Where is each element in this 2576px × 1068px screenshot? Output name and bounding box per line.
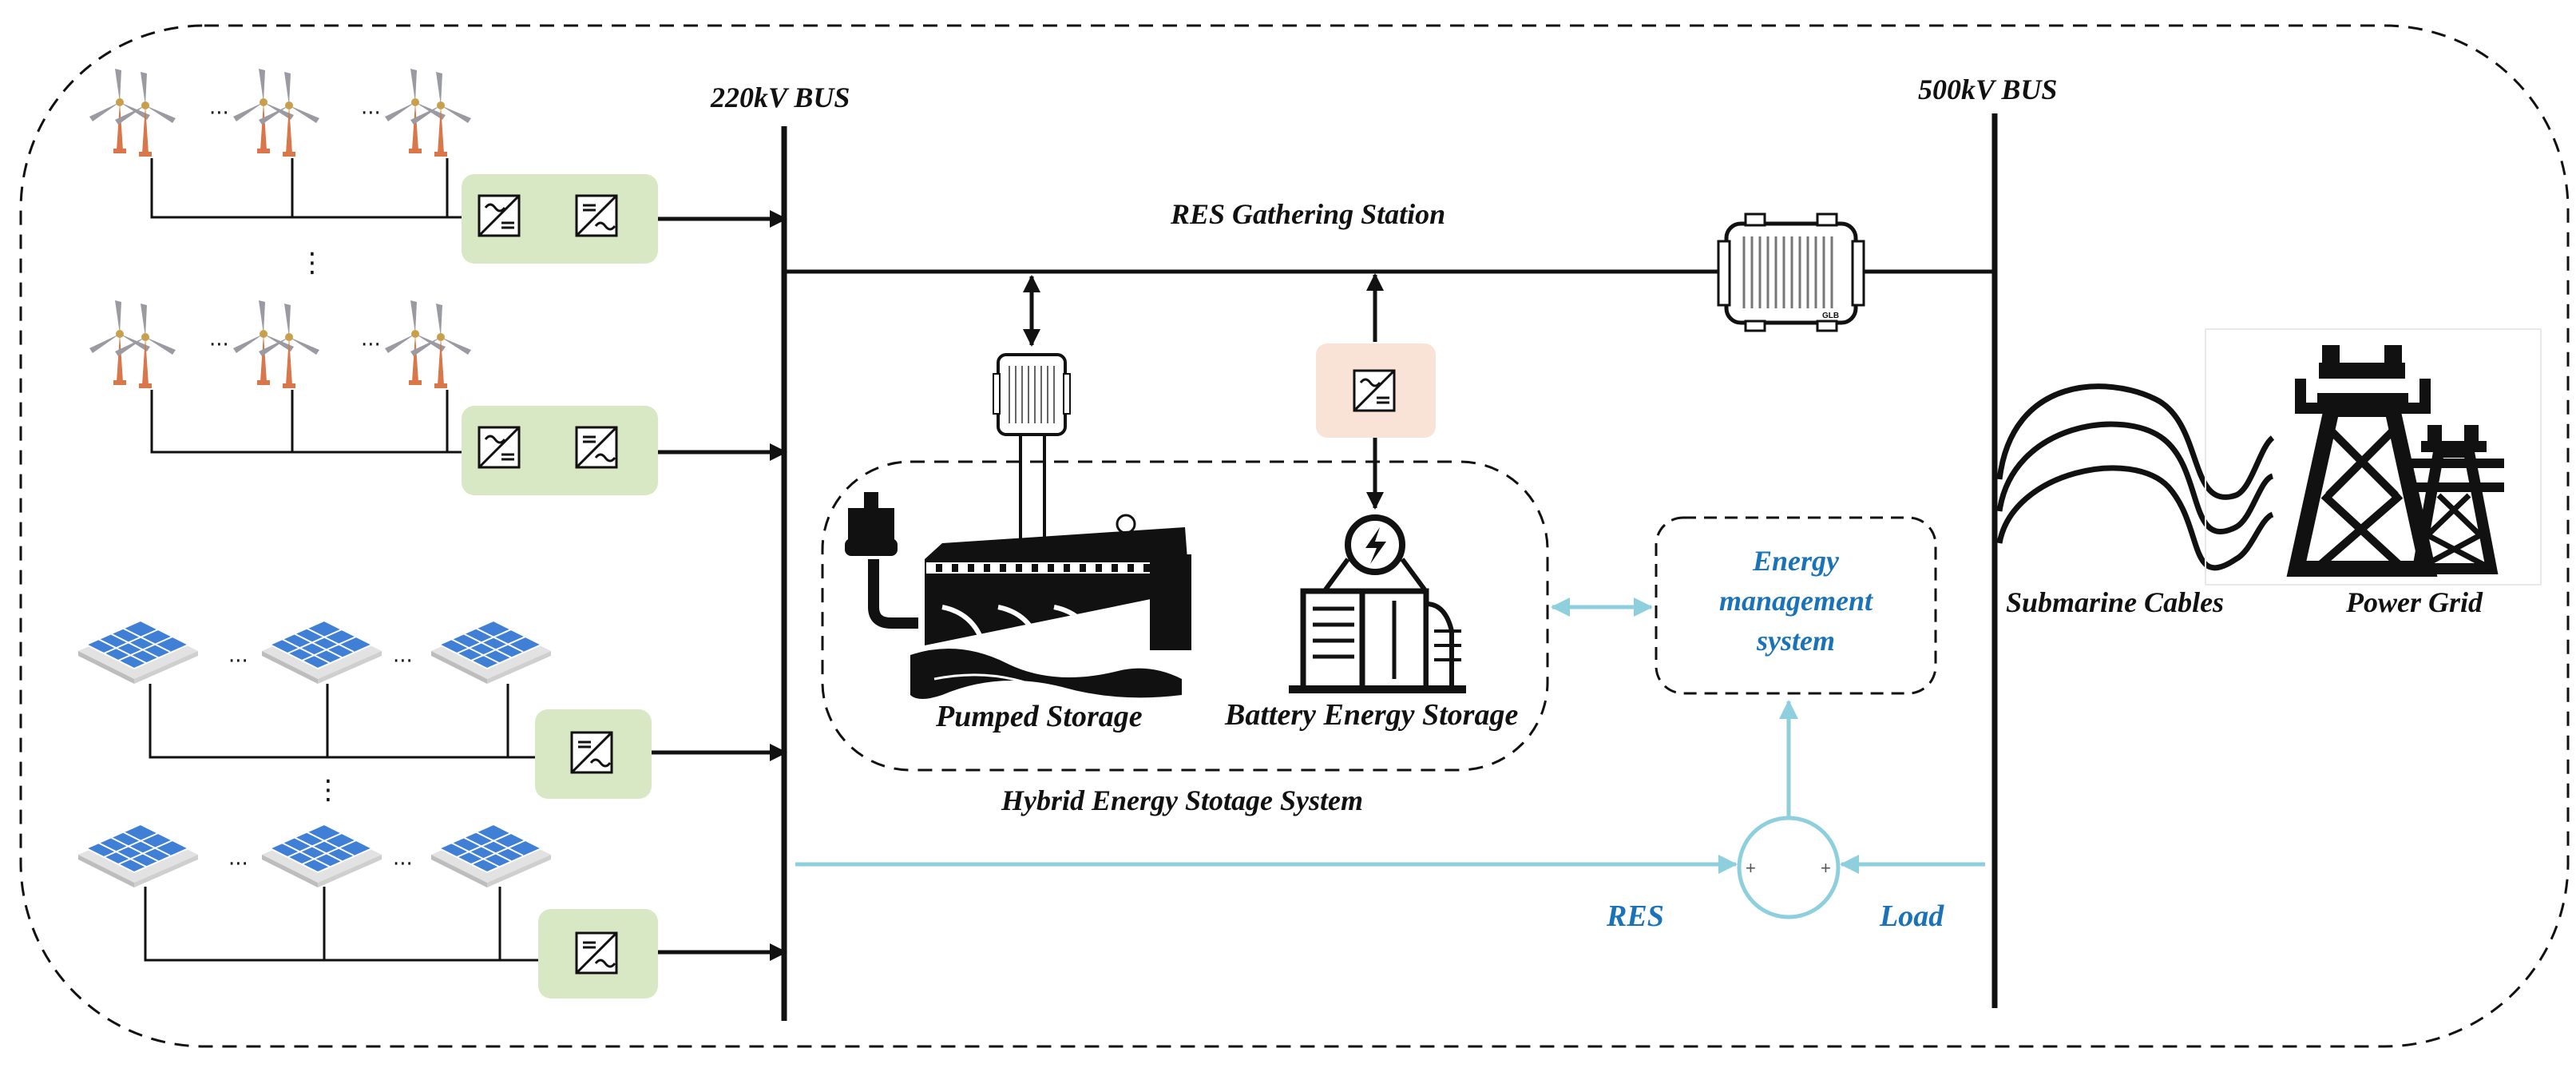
pv-ellipsis: ···	[228, 649, 248, 673]
wind-rows-ellipsis: ⋮	[299, 247, 326, 279]
bus-220kv-label: 220kV BUS	[711, 81, 850, 113]
hybrid-system-label: Hybrid Energy Stotage System	[1001, 784, 1363, 816]
wind-converter-2	[462, 406, 658, 495]
solar-panel-icon	[261, 620, 382, 685]
dc-ac-converter-icon	[575, 194, 618, 237]
pumped-hydro-icon	[845, 492, 1191, 699]
res-gathering-label: RES Gathering Station	[1171, 198, 1446, 230]
battery-storage-label: Battery Energy Storage	[1225, 698, 1519, 732]
ems-label-line-2: management	[1718, 585, 1873, 617]
dc-ac-converter-icon	[570, 731, 613, 774]
wind-turbine-icon	[89, 69, 176, 157]
solar-panel-icon	[261, 824, 382, 888]
hybrid-storage-boundary	[821, 460, 1549, 772]
system-boundary	[19, 24, 2570, 1048]
solar-panel-icon	[430, 824, 552, 888]
pv-ellipsis: ···	[228, 852, 248, 876]
ac-dc-converter-icon	[478, 194, 521, 237]
wind-turbine-icon	[385, 300, 471, 388]
wind-ellipsis: ···	[209, 333, 229, 357]
ac-dc-converter-icon	[1353, 369, 1396, 412]
dc-ac-converter-icon	[575, 426, 618, 469]
pv-ellipsis: ···	[393, 852, 413, 876]
wind-converter-1	[462, 174, 658, 264]
pv-converter-1	[535, 709, 652, 799]
wind-ellipsis: ···	[361, 333, 381, 357]
wind-turbine-icon	[385, 69, 471, 157]
battery-storage-icon	[1289, 514, 1466, 693]
transformer-tag: GLB	[1822, 312, 1839, 320]
wind-farm-row-1	[89, 69, 471, 219]
ems-label-line-1: Energy	[1753, 545, 1839, 577]
wind-turbine-icon	[233, 300, 319, 388]
ac-dc-converter-icon	[478, 426, 521, 469]
wind-ellipsis: ···	[209, 101, 229, 125]
pv-converter-2	[538, 909, 658, 999]
res-label: RES	[1607, 899, 1664, 933]
power-grid-label: Power Grid	[2346, 586, 2483, 618]
battery-converter	[1316, 343, 1436, 438]
solar-panel-icon	[430, 620, 552, 685]
pv-array-row-2	[77, 824, 552, 962]
submarine-cables-icon	[1996, 383, 2275, 571]
wind-ellipsis: ···	[361, 101, 381, 125]
wind-farm-row-2	[89, 300, 471, 454]
plus-right: +	[1821, 858, 1831, 878]
submarine-cables-label: Submarine Cables	[2006, 586, 2225, 618]
pumped-storage-label: Pumped Storage	[936, 700, 1143, 733]
pv-rows-ellipsis: ⋮	[315, 774, 342, 806]
pv-array-row-1	[77, 620, 552, 759]
wind-turbine-icon	[89, 300, 176, 388]
ems-boundary	[1655, 516, 1937, 695]
plus-left: +	[1746, 858, 1756, 878]
summing-junction-icon: + +	[1737, 816, 1841, 919]
bus-500kv-label: 500kV BUS	[1918, 73, 2058, 105]
dc-ac-converter-icon	[575, 931, 618, 975]
solar-panel-icon	[77, 824, 199, 888]
transformer-icon: GLB	[1717, 212, 1865, 332]
pumped-storage-transformer-icon	[993, 353, 1071, 538]
ems-label-line-3: system	[1757, 625, 1835, 657]
load-label: Load	[1880, 899, 1944, 933]
transmission-tower-icon	[2205, 328, 2542, 586]
pv-ellipsis: ···	[393, 649, 413, 673]
wind-turbine-icon	[233, 69, 319, 157]
solar-panel-icon	[77, 620, 199, 685]
